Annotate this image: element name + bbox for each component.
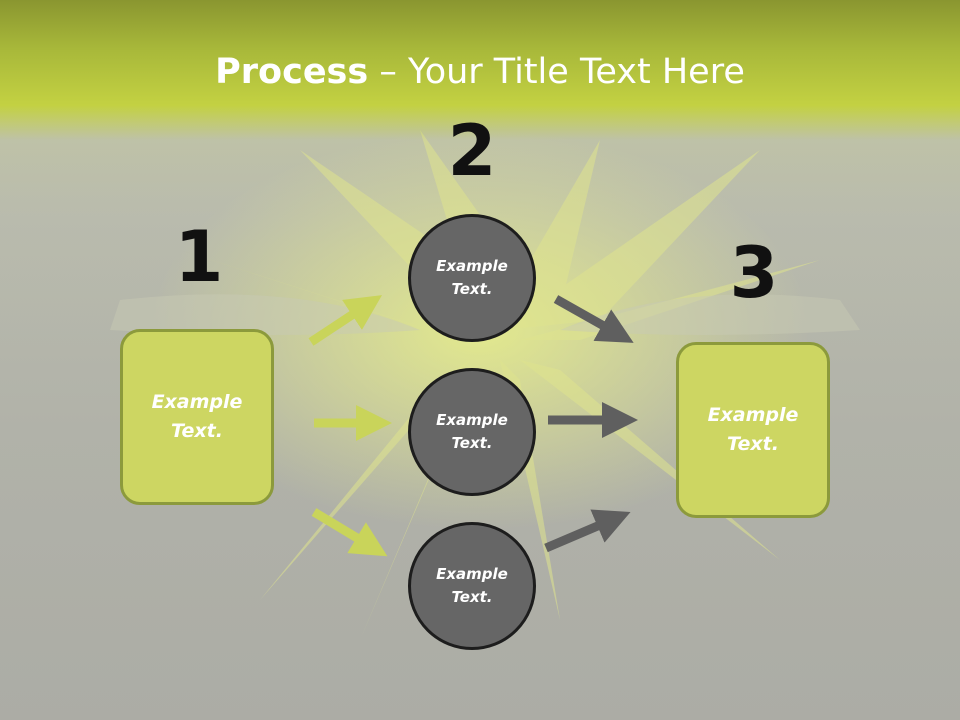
arrow-1-to-circle-bottom [311,508,388,557]
step-3-text: Example Text. [707,404,799,455]
circle-middle-text: Example Text. [436,411,508,452]
step-2-circle-middle: Example Text. [408,368,536,496]
step-1-box: Example Text. [120,329,274,505]
step-2-circle-top: Example Text. [408,214,536,342]
arrow-top-to-3 [553,295,634,343]
title-rest: – Your Title Text Here [368,52,745,92]
step-2-circle-bottom: Example Text. [408,522,536,650]
step-number-3: 3 [729,232,779,314]
step-3-box: Example Text. [676,342,830,518]
arrow-bottom-to-3 [544,509,631,553]
step-number-2: 2 [447,110,497,192]
circle-bottom-text: Example Text. [436,565,508,606]
title-bar [0,0,960,140]
step-number-1: 1 [174,216,224,298]
slide-title: Process – Your Title Text Here [0,52,960,92]
step-1-text: Example Text. [151,391,243,442]
arrow-1-to-circle-top [308,295,383,346]
circle-top-text: Example Text. [436,257,508,298]
title-bold: Process [215,52,369,92]
